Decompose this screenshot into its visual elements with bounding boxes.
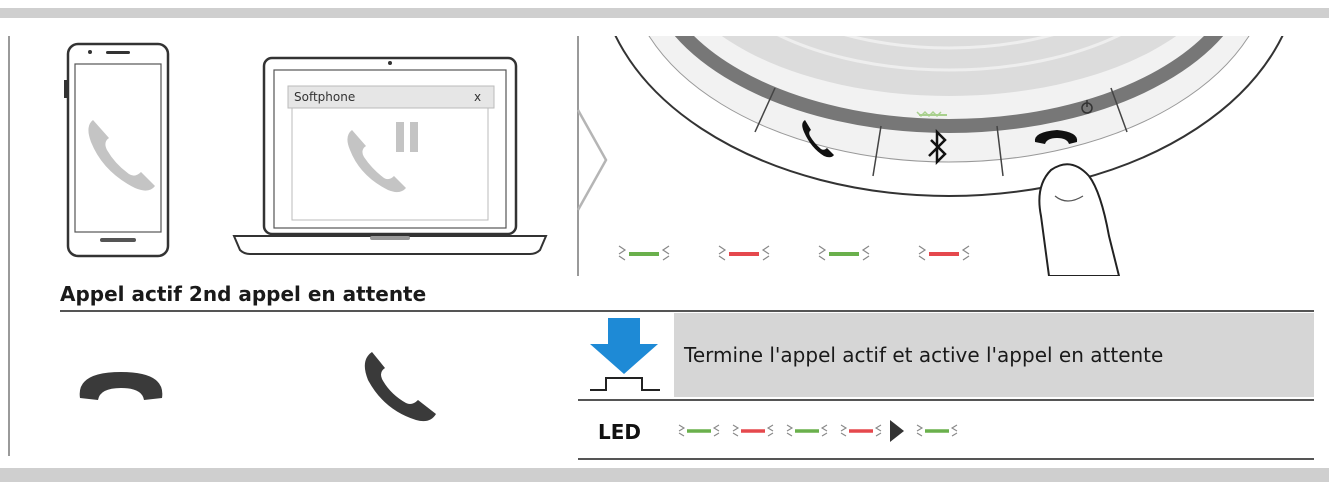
middle-separator: [577, 36, 579, 276]
led-dash-icon: [678, 424, 720, 437]
end-call-icon: [1034, 130, 1078, 144]
top-divider-bar: [0, 8, 1329, 18]
softphone-title: Softphone: [294, 90, 356, 104]
bluetooth-icon: [928, 128, 947, 166]
bottom-divider-bar: [0, 468, 1329, 482]
action-divider: [578, 399, 1314, 401]
led-bottom-line: [578, 458, 1314, 460]
phone-handset-icon: [88, 120, 155, 191]
laptop-icon: [232, 56, 548, 255]
led-dash-icon: [618, 245, 670, 261]
speakerphone-illustration: [614, 36, 1284, 276]
led-dash-icon: [732, 424, 774, 437]
led-dash-icon: [918, 245, 970, 261]
led-dash-icon: [786, 424, 828, 437]
led-label: LED: [598, 420, 642, 444]
hold-icon: [396, 122, 418, 152]
softphone-close-button: x: [474, 90, 482, 104]
phone-handset-icon: [347, 130, 406, 193]
section-divider: [60, 310, 1314, 312]
led-dash-icon: [916, 424, 958, 437]
press-button-icon: [590, 318, 660, 391]
answer-call-icon: [364, 352, 436, 422]
led-dash-icon: [718, 245, 770, 261]
led-sequence-result: [678, 420, 958, 442]
power-icon: [1081, 100, 1093, 114]
led-dash-icon: [818, 245, 870, 261]
caption: Appel actif 2nd appel en attente: [60, 282, 427, 306]
action-box: [674, 313, 1314, 397]
arrow-right-icon: [576, 109, 608, 211]
finger-icon: [1038, 163, 1121, 276]
arrow-right-icon: [890, 420, 904, 442]
led-sequence-speaker: [618, 245, 970, 261]
action-description: Termine l'appel actif et active l'appel …: [684, 343, 1164, 367]
answer-call-icon: [802, 120, 834, 158]
led-dash-icon: [840, 424, 882, 437]
left-border: [8, 36, 10, 456]
end-call-icon: [79, 372, 163, 400]
smartphone-icon: [64, 42, 170, 258]
